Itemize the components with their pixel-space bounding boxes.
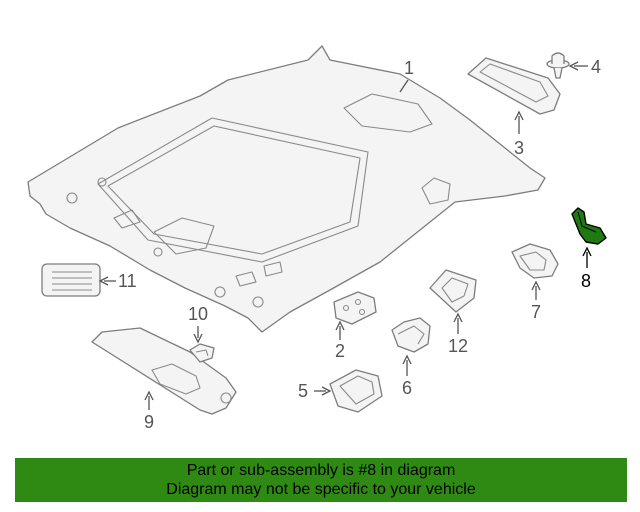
banner-line-1: Part or sub-assembly is #8 in diagram [186,462,456,479]
callout-4: 4 [591,57,601,77]
plate-part-5 [329,369,383,413]
banner-line-2: Diagram may not be specific to your vehi… [166,481,476,498]
callout-3: 3 [514,138,524,158]
clip-part-4 [546,52,570,79]
callout-10: 10 [188,304,208,324]
callout-12: 12 [448,336,468,356]
parts-diagram: 1 3 4 8 7 11 2 [27,45,607,432]
visor-clip-part-10 [189,343,215,363]
callout-1: 1 [404,58,414,78]
handle-trim-part-3 [467,57,561,115]
callout-5: 5 [298,381,308,401]
bracket-part-7 [511,243,559,279]
callout-6: 6 [402,378,412,398]
bracket-part-8 [571,207,607,245]
light-module-part-12 [429,269,477,313]
info-banner: Part or sub-assembly is #8 in diagram Di… [15,458,627,502]
sun-visor-part-9 [91,327,237,415]
vent-part-11 [41,263,101,297]
callout-9: 9 [144,412,154,432]
headliner-part-1 [27,45,546,333]
callout-11: 11 [118,271,137,291]
callout-8: 8 [581,271,591,291]
callout-2: 2 [335,341,345,361]
callout-7: 7 [531,302,541,322]
mounting-bracket-part-2 [333,291,377,325]
retainer-part-6 [391,317,431,353]
